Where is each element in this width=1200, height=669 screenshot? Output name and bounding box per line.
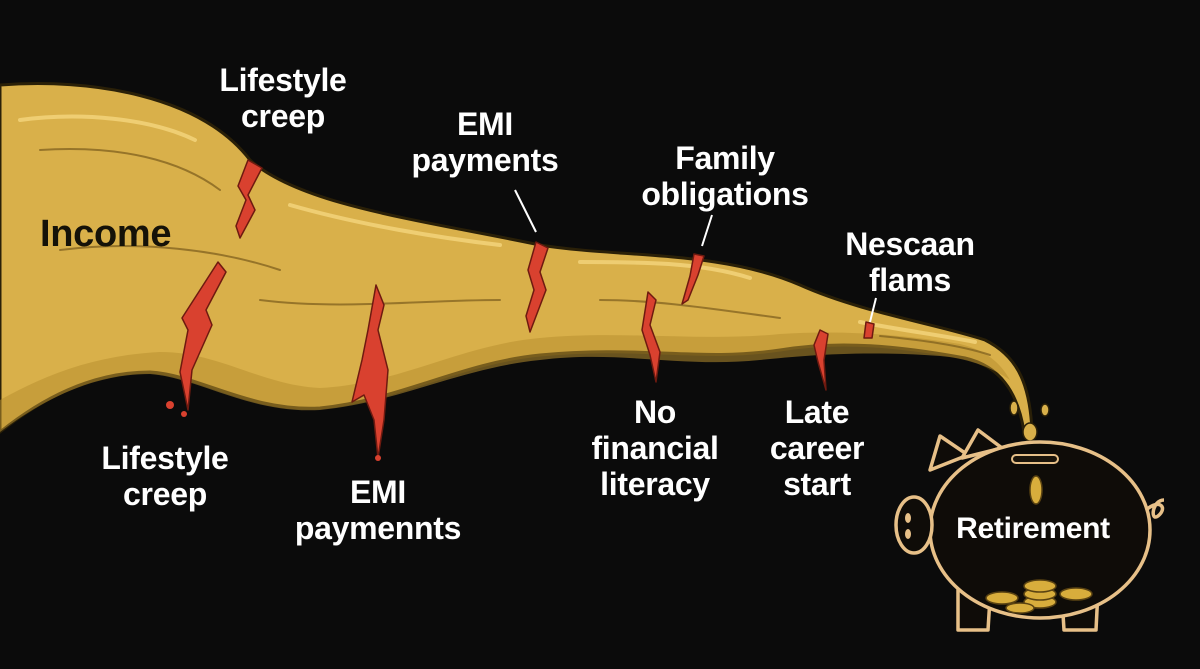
label-lifestyle-creep-top: Lifestyle creep [219, 62, 347, 134]
label-pointers [514, 189, 877, 323]
crack-group [179, 159, 875, 459]
falling-drops [1009, 400, 1050, 442]
crack-emi-top [525, 241, 549, 333]
crack-nescaan [863, 321, 875, 339]
crack-literacy [641, 291, 661, 383]
label-family-obligations: Family obligations [641, 140, 809, 212]
label-late-career-start: Late career start [769, 394, 865, 502]
piggy-ear-right [960, 428, 1004, 460]
crack-lifestyle-bottom [179, 261, 227, 411]
crack-drips [166, 401, 381, 461]
label-emi-paymennts-bottom: EMI paymennts [294, 474, 462, 546]
crack-lifestyle-top [235, 159, 263, 239]
coin-falling [1029, 475, 1043, 505]
piggy-snout [894, 495, 934, 555]
crack-family [681, 253, 705, 305]
piggy-bank [894, 428, 1165, 632]
piggy-tail [1144, 498, 1165, 519]
label-lifestyle-creep-bottom: Lifestyle creep [101, 440, 229, 512]
label-no-financial-literacy: No financial literacy [591, 394, 719, 502]
piggy-details [905, 454, 1059, 539]
crack-late-career [813, 329, 829, 391]
label-retirement: Retirement [956, 512, 1110, 545]
piggy-ear-left [928, 434, 970, 472]
crack-emi-bottom [351, 284, 389, 459]
income-label: Income [40, 213, 172, 255]
coin-stack [985, 579, 1093, 614]
piggy-coin-slot [1011, 454, 1059, 464]
label-emi-payments-top: EMI payments [411, 106, 559, 178]
label-nescaan-flams: Nescaan flams [845, 226, 975, 298]
stream-shadow-lower [0, 332, 1010, 432]
stream-highlights [18, 114, 977, 344]
